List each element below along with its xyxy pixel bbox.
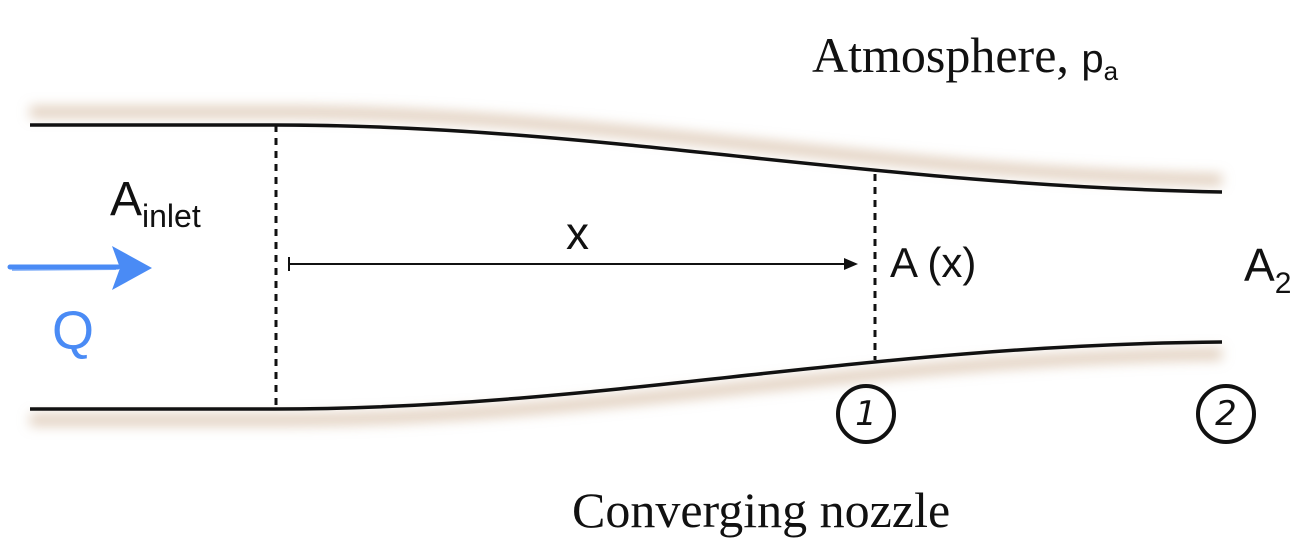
station-2-number: 2 [1215,394,1237,434]
pressure-subscript: a [1103,56,1119,86]
top-wall-shadow [30,106,1223,186]
atmosphere-pressure: pa [1081,37,1118,84]
bottom-wall [30,340,1223,411]
diagram-caption: Converging nozzle [572,482,951,538]
outlet-area-subscript: 2 [1274,267,1292,300]
pressure-symbol: p [1081,37,1104,81]
outlet-area-label: A2 [1244,242,1291,299]
inlet-area-symbol: A [110,173,143,226]
outlet-area-symbol: A [1244,239,1275,291]
bottom-wall-shadow [30,348,1223,426]
station-1-number: 1 [855,394,877,434]
x-distance-label: x [566,207,589,259]
atmosphere-label: Atmosphere, pa [812,30,1118,84]
station-2-circle-icon: 2 [1196,384,1256,444]
top-wall [30,123,1223,194]
flow-rate-label: Q [52,301,95,361]
x-dimension-arrowhead [844,258,858,270]
inlet-area-label: Ainlet [110,173,201,234]
atmosphere-text: Atmosphere, [812,27,1082,83]
inlet-area-subscript: inlet [142,198,201,234]
local-area-label: A (x) [890,239,977,286]
station-1-circle-icon: 1 [836,384,896,444]
arrow-right-icon [7,246,152,290]
